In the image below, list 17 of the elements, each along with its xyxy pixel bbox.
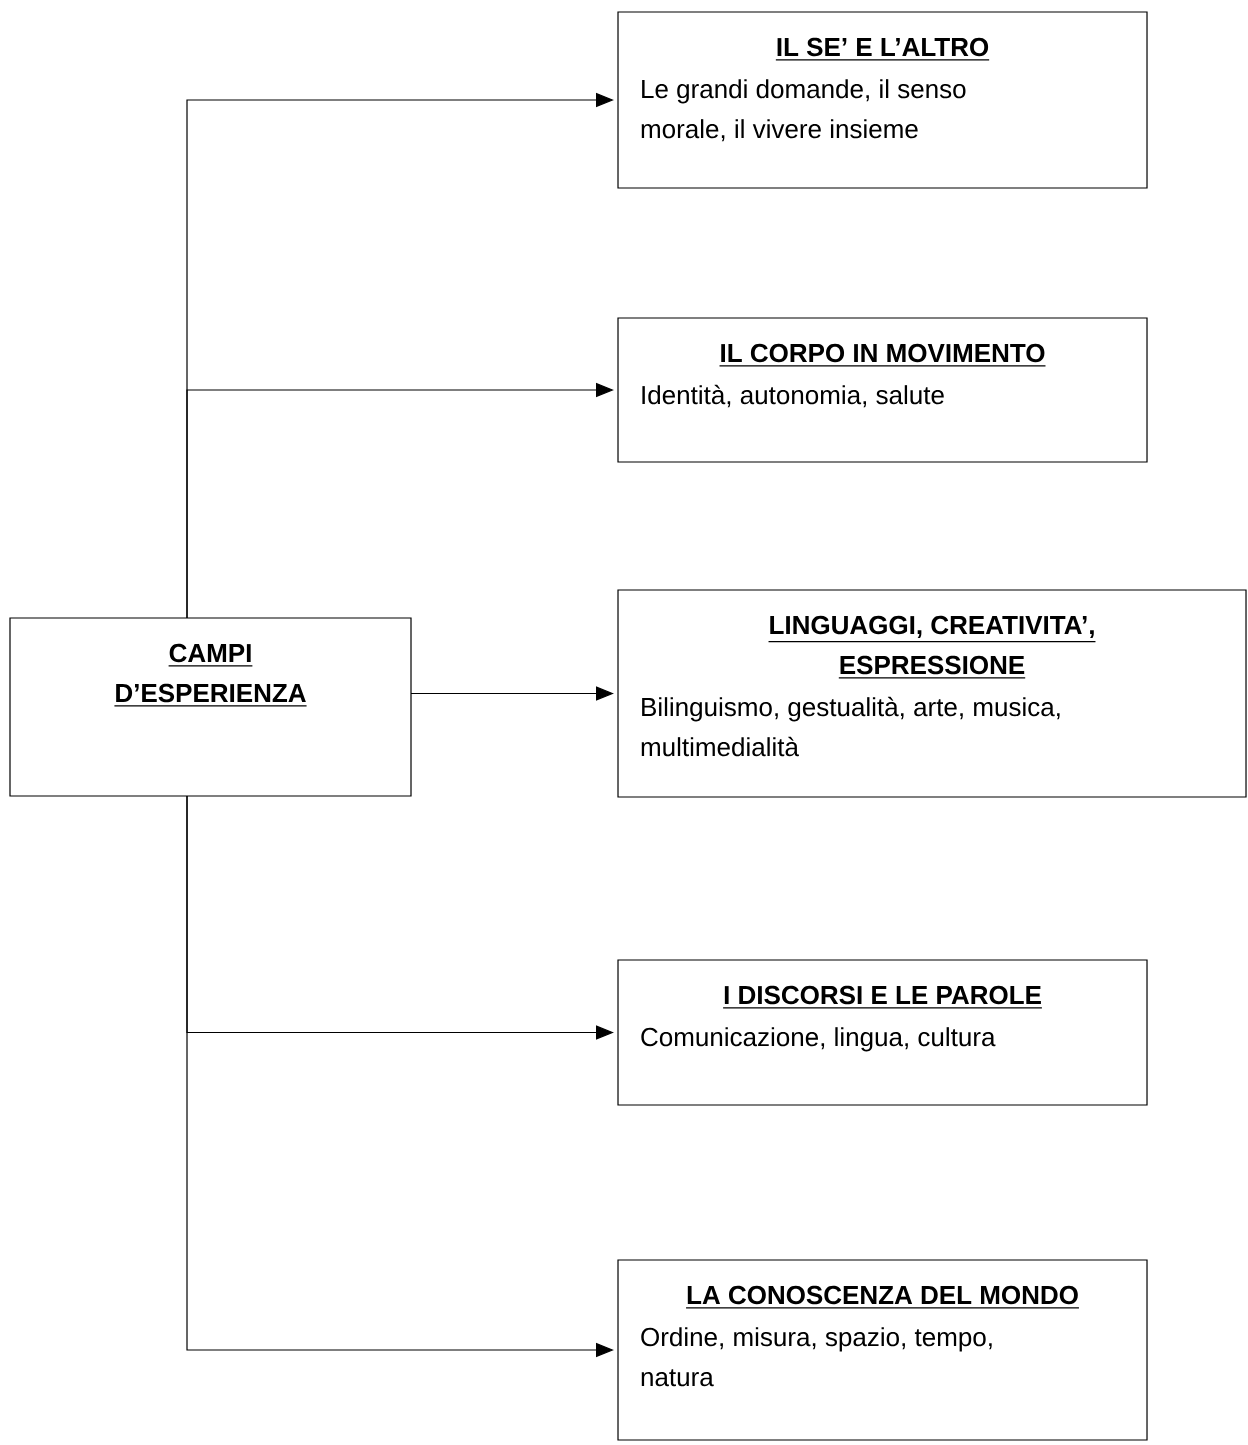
topic-box [617,1259,1148,1441]
topic-box [617,11,1148,189]
body-text: Ordine, misura, spazio, tempo, natura [641,1327,992,1387]
body-text: Bilinguismo, gestualità, arte, musica, multimedialità [641,696,1060,757]
body-text: Le grandi domande, il senso morale, il vivere insieme [641,79,966,142]
heading: I DISCORSI E LE PAROLE [722,985,1043,1009]
topic-box [617,959,1148,1106]
topic-box [617,317,1148,463]
body-text: Comunicazione, lingua, cultura [641,1027,996,1052]
heading: LA CONOSCENZA DEL MONDO [685,1285,1080,1309]
heading: CAMPI D’ESPERIENZA [113,643,308,707]
heading: IL SE’ E L’ALTRO [775,37,990,61]
body-text: Identità, autonomia, salute [642,384,944,408]
heading: IL CORPO IN MOVIMENTO [718,343,1047,367]
topic-box [617,589,1247,798]
heading: LINGUAGGI, CREATIVITA’, ESPRESSIONE [767,615,1097,679]
central-box [9,617,412,797]
